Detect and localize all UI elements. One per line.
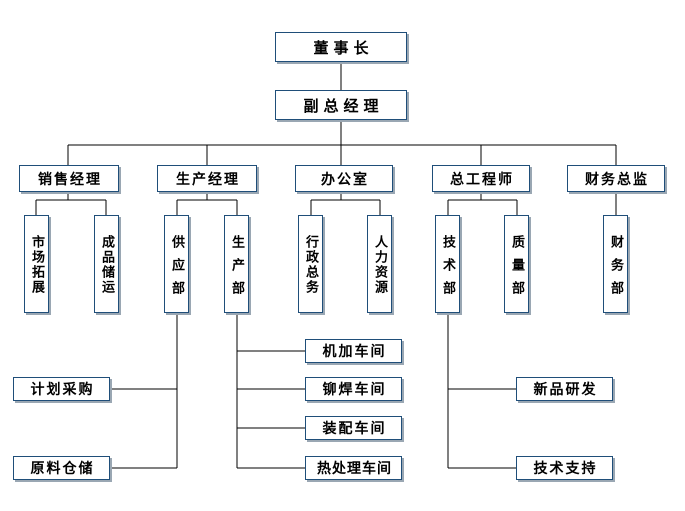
finance-director-box: 财务总监 [567,165,665,192]
chief-engineer-box: 总工程师 [432,165,530,192]
vp-box: 副总经理 [275,90,407,120]
finance-dept-box: 财务部 [603,215,628,313]
human-resources-box: 人力资源 [367,215,392,313]
market-expansion-box: 市场拓展 [24,215,49,313]
welding-workshop-box: 铆焊车间 [305,377,402,401]
heat-treatment-workshop-box: 热处理车间 [305,456,402,480]
office-box: 办公室 [295,165,393,192]
admin-affairs-box: 行政总务 [298,215,323,313]
sales-manager-box: 销售经理 [19,165,119,192]
product-storage-box: 成品储运 [94,215,119,313]
assembly-workshop-box: 装配车间 [305,416,402,440]
chairman-box: 董事长 [275,32,407,62]
supply-dept-box: 供应部 [164,215,189,313]
production-manager-box: 生产经理 [157,165,257,192]
technical-dept-box: 技术部 [435,215,460,313]
procurement-plan-box: 计划采购 [13,377,110,401]
material-storage-box: 原料仓储 [13,456,110,480]
machining-workshop-box: 机加车间 [305,339,402,363]
production-dept-box: 生产部 [224,215,249,313]
tech-support-box: 技术支持 [516,456,613,480]
quality-dept-box: 质量部 [504,215,529,313]
new-product-rd-box: 新品研发 [516,377,613,401]
